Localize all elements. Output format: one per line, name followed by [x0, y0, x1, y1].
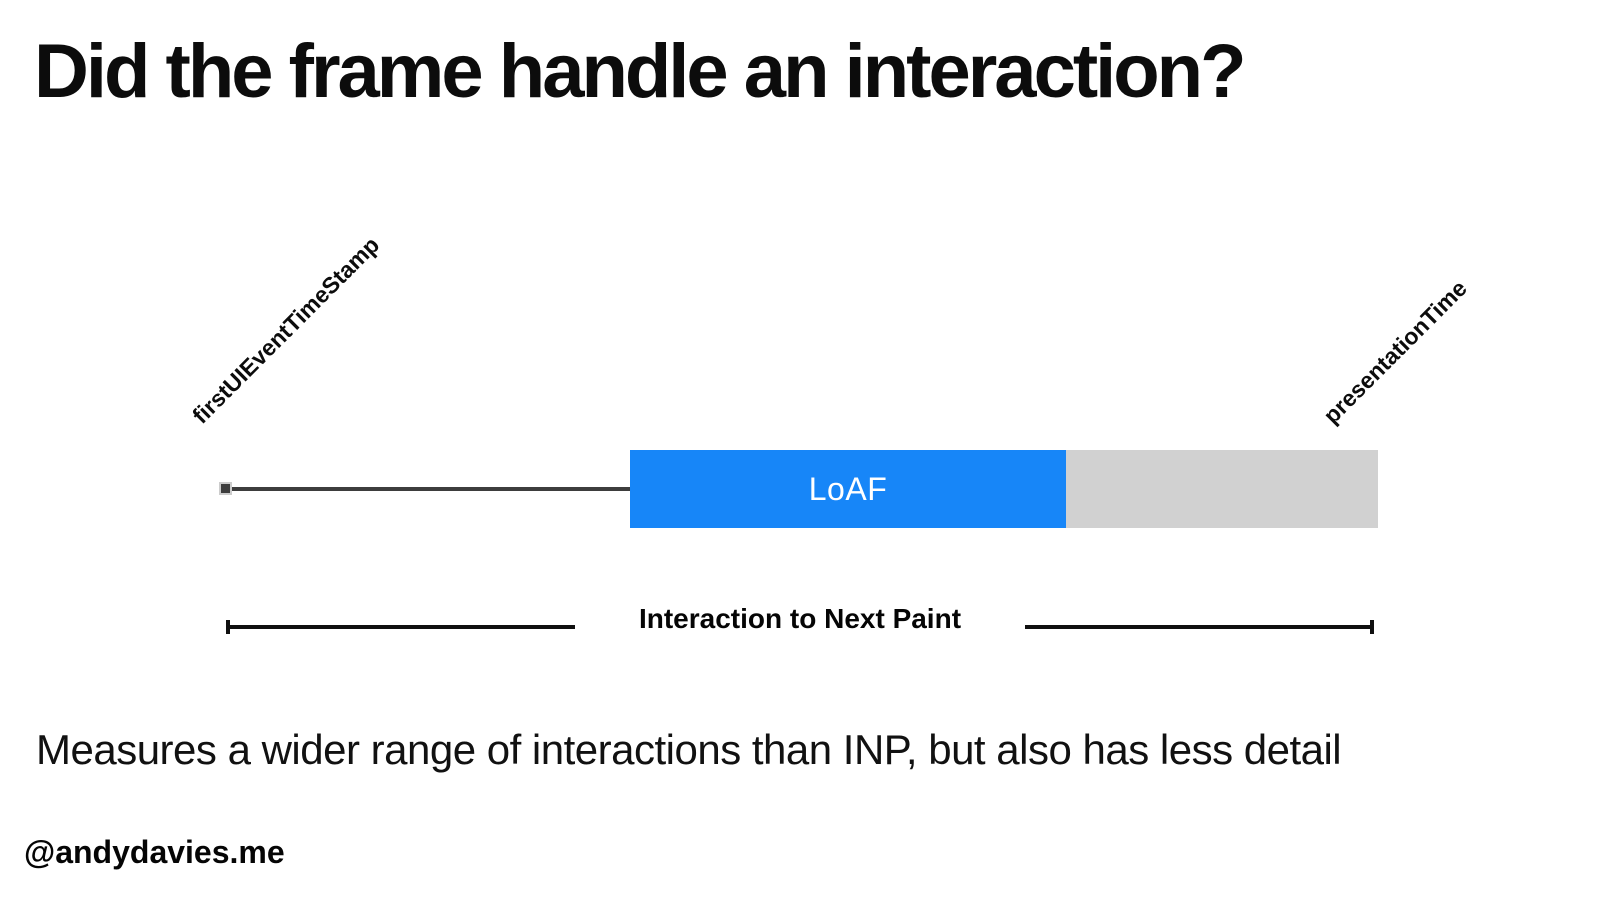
timeline-end-label: presentationTime — [1318, 274, 1472, 429]
timeline-start-marker — [219, 482, 232, 495]
author-handle: @andydavies.me — [24, 834, 285, 870]
measure-line-left — [226, 625, 575, 629]
measure-end-tick — [1370, 620, 1374, 634]
slide-note: Measures a wider range of interactions t… — [36, 726, 1342, 773]
timeline-start-label: firstUIEventTimeStamp — [187, 231, 385, 429]
timeline-connector-line — [232, 487, 630, 491]
slide-title: Did the frame handle an interaction? — [34, 29, 1247, 114]
measure-line-right — [1025, 625, 1374, 629]
measure-label: Interaction to Next Paint — [638, 603, 962, 634]
presentation-delay-bar — [1066, 450, 1378, 528]
loaf-bar: LoAF — [630, 450, 1066, 528]
loaf-bar-label: LoAF — [808, 470, 888, 507]
